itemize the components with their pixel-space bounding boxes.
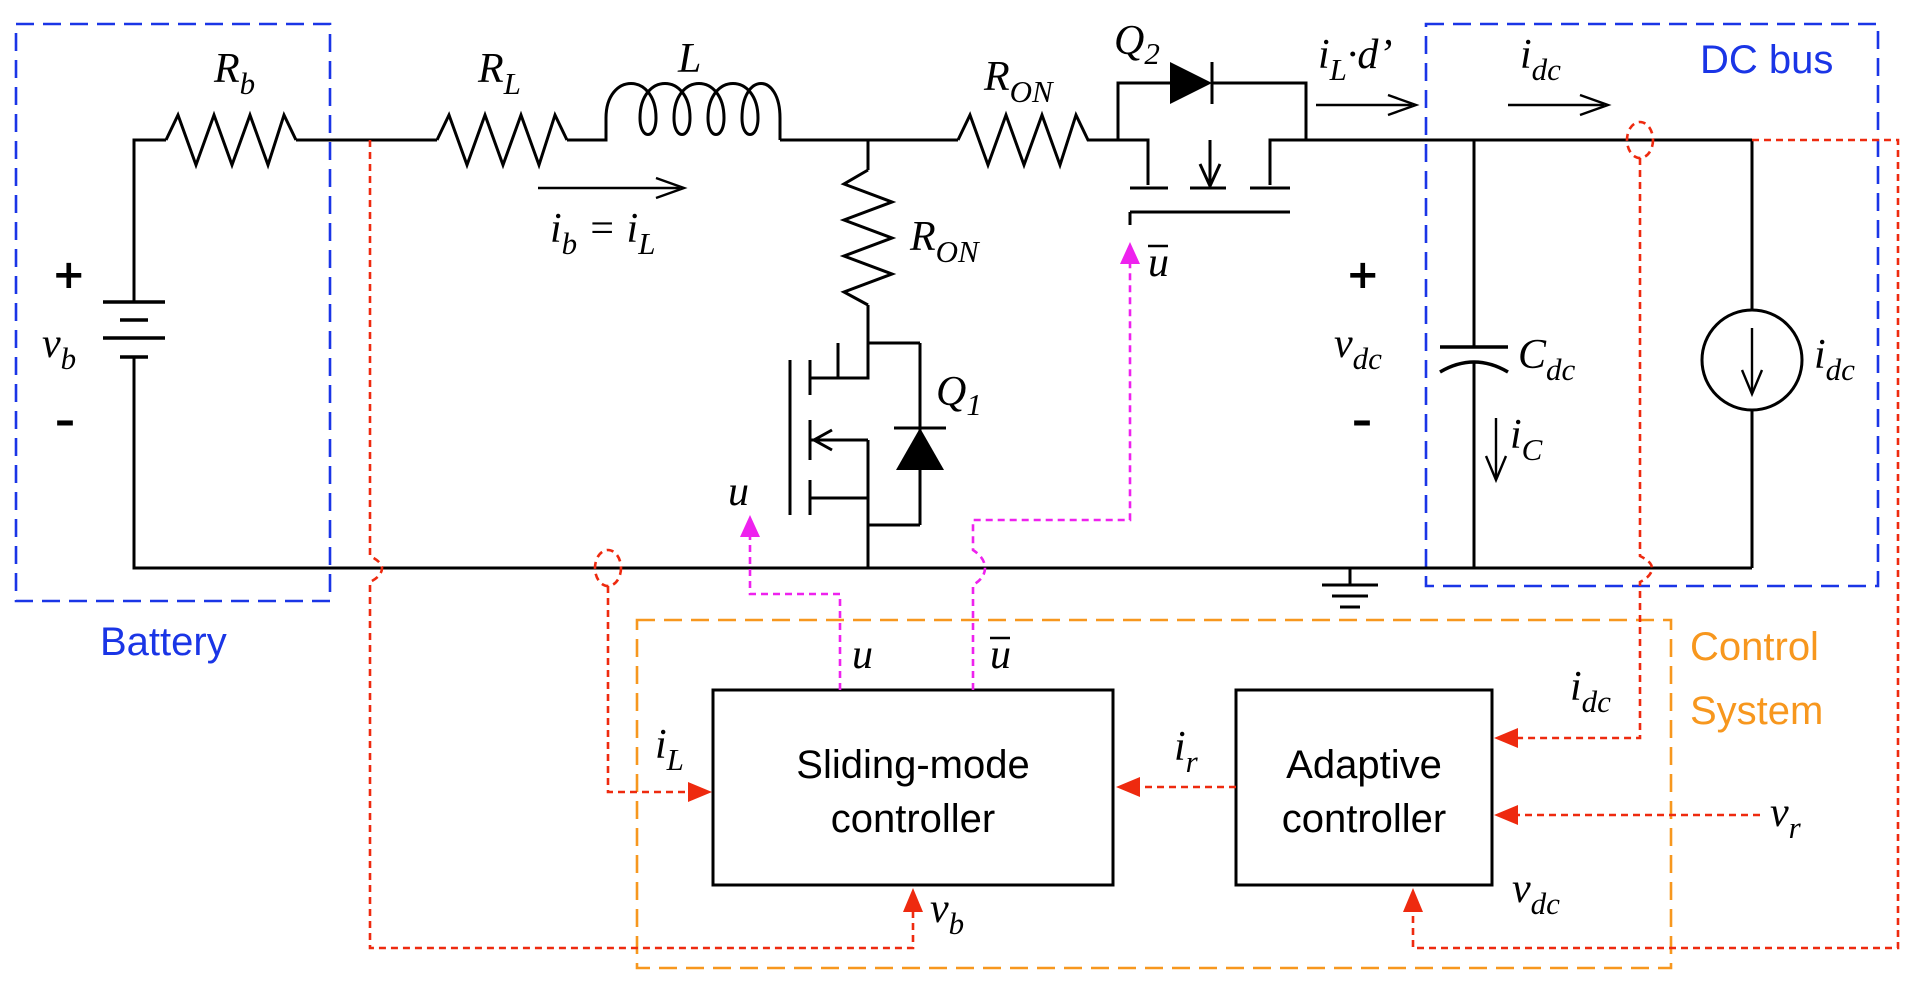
bus-minus-sign: – xyxy=(1352,398,1372,444)
dc-bus-region xyxy=(1424,22,1880,588)
q2-gate-label: u xyxy=(1148,240,1169,286)
ctrl-vr-label: vr xyxy=(1770,790,1802,845)
signal-ir xyxy=(1116,777,1236,797)
capacitor-cdc xyxy=(1439,345,1509,374)
current-idc-bus-label: idc xyxy=(1520,32,1561,87)
adaptive-controller-block xyxy=(1234,688,1494,887)
battery-plus-sign: + xyxy=(52,252,86,298)
resistor-rl-label: RL xyxy=(477,46,521,101)
battery-symbol xyxy=(103,283,165,375)
gate-signal-u xyxy=(740,515,842,690)
current-source-idc-label: idc xyxy=(1814,332,1855,387)
measurement-vdc xyxy=(1403,138,1900,950)
resistor-rl xyxy=(435,110,569,170)
adaptive-controller-line2: controller xyxy=(1282,797,1447,841)
wire-q1-bottom xyxy=(838,496,870,568)
inductor-l-label: L xyxy=(677,36,701,82)
ctrl-idc-label: idc xyxy=(1570,664,1611,719)
ctrl-ir-label: ir xyxy=(1174,724,1199,779)
measurement-idc xyxy=(1494,120,1655,748)
current-arrow-idc-bus xyxy=(1508,93,1612,117)
ctrl-vdc-label: vdc xyxy=(1512,866,1560,921)
bus-voltage-label: vdc xyxy=(1334,321,1382,376)
current-ic-label: iC xyxy=(1510,412,1543,467)
inductor-l xyxy=(567,82,782,142)
capacitor-cdc-label: Cdc xyxy=(1518,332,1576,387)
current-ib-label: ib = iL xyxy=(550,206,655,261)
gate-signal-ubar xyxy=(971,242,1140,690)
ctrl-ubar-label: u xyxy=(990,632,1011,678)
sliding-mode-controller-line2: controller xyxy=(831,797,996,841)
current-arrow-ic xyxy=(1484,418,1508,484)
q2-label: Q2 xyxy=(1114,18,1160,71)
mosfet-q2 xyxy=(1116,62,1308,225)
ctrl-vb-label: vb xyxy=(930,886,964,941)
battery-minus-sign: – xyxy=(55,398,75,444)
sliding-mode-controller-block xyxy=(711,688,1115,887)
wire-top-left xyxy=(132,138,166,283)
battery-voltage-label: vb xyxy=(42,321,76,376)
resistor-rb-label: Rb xyxy=(213,46,255,101)
current-arrow-il-d xyxy=(1316,93,1420,117)
wire-bottom-rail xyxy=(132,375,1752,570)
control-system-label-line1: Control xyxy=(1690,625,1819,669)
q1-label: Q1 xyxy=(936,369,982,422)
current-source-idc xyxy=(1700,308,1804,412)
signal-vr xyxy=(1494,805,1760,825)
current-il-d-label: iL·d’ xyxy=(1318,32,1392,87)
resistor-ron-mid-label: RON xyxy=(909,214,981,269)
battery-region-label: Battery xyxy=(100,620,227,664)
dc-bus-region-label: DC bus xyxy=(1700,38,1833,82)
control-system-label-line2: System xyxy=(1690,689,1823,733)
ctrl-u-label: u xyxy=(852,632,873,678)
current-arrow-ib xyxy=(538,176,688,200)
resistor-rb xyxy=(164,110,298,170)
q1-gate-label: u xyxy=(728,469,749,515)
ground-symbol xyxy=(1322,568,1378,609)
resistor-ron-top-label: RON xyxy=(983,54,1055,109)
measurement-vb xyxy=(368,140,923,950)
control-system-region xyxy=(635,618,1673,970)
sliding-mode-controller-line1: Sliding-mode xyxy=(796,743,1029,787)
resistor-ron-mid xyxy=(839,168,897,307)
battery-region xyxy=(14,22,332,603)
mosfet-q1 xyxy=(788,341,946,527)
resistor-ron-top xyxy=(956,110,1100,170)
wire-mid-ron-q1 xyxy=(838,305,870,380)
bus-plus-sign: + xyxy=(1346,252,1380,298)
adaptive-controller-line1: Adaptive xyxy=(1286,743,1442,787)
measurement-il xyxy=(593,548,712,802)
ctrl-il-label: iL xyxy=(655,722,684,777)
